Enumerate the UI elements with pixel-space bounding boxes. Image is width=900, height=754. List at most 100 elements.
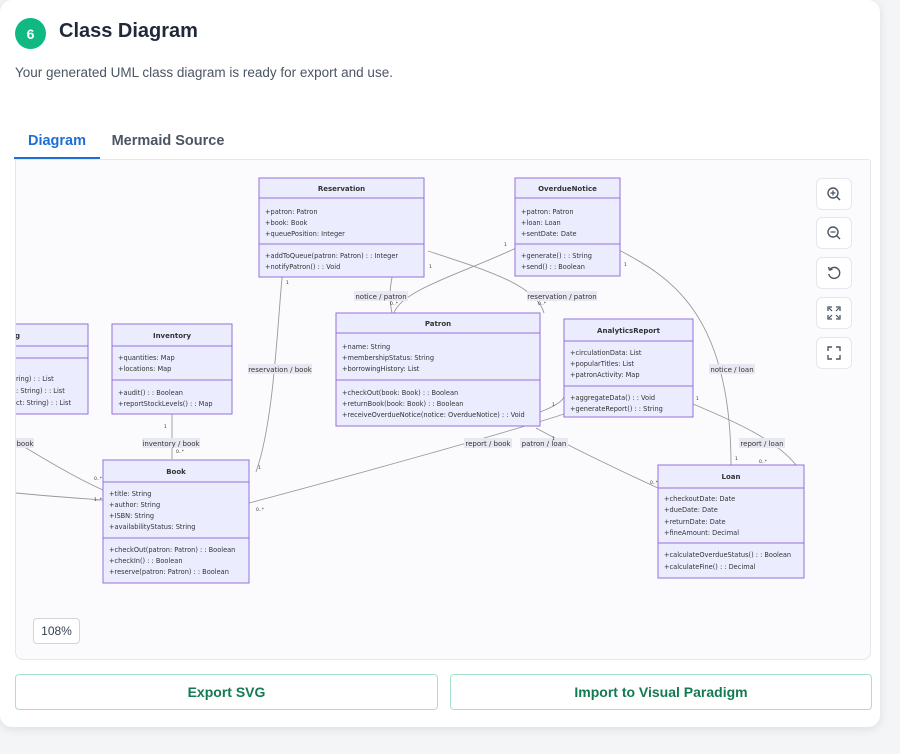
class-method: +generate() : : String <box>521 252 592 260</box>
edge-label-notice-patron: notice / patron <box>355 293 406 301</box>
class-attribute: +ISBN: String <box>109 512 154 520</box>
class-method: +calculateOverdueStatus() : : Boolean <box>664 551 791 559</box>
class-attribute: +checkoutDate: Date <box>664 495 735 503</box>
class-method: +aggregateData() : : Void <box>570 394 655 402</box>
class-method: +notifyPatron() : : Void <box>265 263 340 271</box>
mult-label: 1 <box>164 424 167 430</box>
class-name: Patron <box>425 320 451 328</box>
edge-label-catalog-book: book <box>16 440 34 448</box>
class-attribute: +book: Book <box>265 219 308 227</box>
zoom-level-badge: 108% <box>33 618 80 644</box>
class-analytics-report[interactable]: AnalyticsReport +circulationData: List +… <box>563 318 694 418</box>
class-attribute: +sentDate: Date <box>521 230 577 238</box>
mult-label: 0..* <box>94 476 103 482</box>
class-attribute: +patron: Patron <box>521 208 574 216</box>
class-name: Book <box>166 468 186 476</box>
edge-label-inventory-book: inventory / book <box>142 440 200 448</box>
zoom-out-button[interactable] <box>816 217 852 249</box>
diagram-edges <box>16 247 797 504</box>
class-catalog-partial[interactable]: og ring) : : List : String) : : List ct:… <box>16 323 89 415</box>
class-attribute: +patronActivity: Map <box>570 371 640 379</box>
class-reservation[interactable]: Reservation +patron: Patron +book: Book … <box>258 177 425 252</box>
mult-label: 1 <box>735 456 738 462</box>
reset-icon <box>827 266 841 280</box>
edge-label-report-book: report / book <box>465 440 511 448</box>
class-diagram-card: 6 Class Diagram Your generated UML class… <box>0 0 880 727</box>
multiplicity-labels: 1 1 1 0..* 1 1 0..* 1 0..* 0..* 1..* 0..… <box>94 242 768 513</box>
fit-icon <box>827 306 841 320</box>
class-attribute: +availabilityStatus: String <box>109 523 195 531</box>
page-title: Class Diagram <box>59 20 198 42</box>
class-overdue-notice[interactable]: OverdueNotice +patron: Patron +loan: Loa… <box>514 177 621 277</box>
edge-notice-patron <box>393 247 517 314</box>
edge-label-report-loan: report / loan <box>740 440 783 448</box>
class-attribute: +locations: Map <box>118 365 171 373</box>
fit-view-button[interactable] <box>816 297 852 329</box>
mult-label: 0..* <box>759 459 768 465</box>
class-attribute: +membershipStatus: String <box>342 354 434 362</box>
mult-label: 1 <box>286 280 289 286</box>
edge-report-book <box>248 413 565 504</box>
class-attribute: +queuePosition: Integer <box>265 230 345 238</box>
class-patron[interactable]: Patron +name: String +membershipStatus: … <box>335 312 541 427</box>
class-reservation-methods <box>258 243 425 278</box>
step-badge: 6 <box>15 18 46 49</box>
edge-label-reservation-patron: reservation / patron <box>527 293 596 301</box>
tab-mermaid-source[interactable]: Mermaid Source <box>111 133 225 149</box>
class-method: +reserve(patron: Patron) : : Boolean <box>109 568 229 576</box>
mult-label: 1 <box>429 264 432 270</box>
mult-label: 1 <box>504 242 507 248</box>
class-name: Loan <box>722 473 741 481</box>
class-attribute: +name: String <box>342 343 390 351</box>
class-method: +addToQueue(patron: Patron) : : Integer <box>265 252 398 260</box>
class-method: +reportStockLevels() : : Map <box>118 400 213 408</box>
mult-label: 1..* <box>94 497 103 503</box>
class-attribute: +borrowingHistory: List <box>342 365 420 373</box>
class-method: +checkOut(book: Book) : : Boolean <box>342 389 458 397</box>
edge-notice-loan <box>618 249 732 466</box>
edge-catalog-book <box>16 441 104 491</box>
edge-reservation-book <box>255 250 287 473</box>
edge-labels: notice / patron reservation / patron res… <box>16 291 785 448</box>
edge-label-reservation-book: reservation / book <box>248 366 313 374</box>
fullscreen-button[interactable] <box>816 337 852 369</box>
edge-patron-loan <box>535 427 659 489</box>
zoom-in-button[interactable] <box>816 178 852 210</box>
edge-reservation-patron-2 <box>427 250 545 314</box>
class-name: Inventory <box>153 332 191 340</box>
page-subtitle: Your generated UML class diagram is read… <box>15 65 393 80</box>
edge-report-loan <box>692 403 797 466</box>
mult-label: 1 <box>552 436 555 442</box>
class-loan[interactable]: Loan +checkoutDate: Date +dueDate: Date … <box>657 464 805 579</box>
zoom-out-icon <box>827 226 841 240</box>
class-method: +send() : : Boolean <box>521 263 585 271</box>
edge-catalog-book-2 <box>16 492 104 501</box>
class-book[interactable]: Book +title: String +author: String +ISB… <box>102 459 250 584</box>
zoom-in-icon <box>827 187 841 201</box>
fullscreen-icon <box>827 346 841 360</box>
export-svg-button[interactable]: Export SVG <box>15 674 438 710</box>
class-attribute: +loan: Loan <box>521 219 561 227</box>
class-attribute: +quantities: Map <box>118 354 175 362</box>
class-method: +returnBook(book: Book) : : Boolean <box>342 400 463 408</box>
diagram-canvas[interactable]: notice / patron reservation / patron res… <box>15 160 871 660</box>
mult-label: 0..* <box>256 507 265 513</box>
class-inventory[interactable]: Inventory +quantities: Map +locations: M… <box>111 323 233 415</box>
class-attribute: +circulationData: List <box>570 349 642 357</box>
tab-bar: Diagram Mermaid Source <box>14 124 869 160</box>
mult-label: 1 <box>258 465 261 471</box>
mult-label: 1 <box>624 262 627 268</box>
class-method: +checkIn() : : Boolean <box>109 557 183 565</box>
mult-label: 1 <box>552 402 555 408</box>
mult-label: 0..* <box>650 480 659 486</box>
tab-diagram[interactable]: Diagram <box>14 124 100 159</box>
class-method: ct: String) : : List <box>16 399 71 407</box>
class-name: Reservation <box>318 185 365 193</box>
class-attribute: +title: String <box>109 490 151 498</box>
mult-label: 0..* <box>176 449 185 455</box>
import-visual-paradigm-button[interactable]: Import to Visual Paradigm <box>450 674 872 710</box>
class-attribute: +patron: Patron <box>265 208 318 216</box>
reset-view-button[interactable] <box>816 257 852 289</box>
class-attribute: +fineAmount: Decimal <box>664 529 739 537</box>
class-method: +checkOut(patron: Patron) : : Boolean <box>109 546 235 554</box>
